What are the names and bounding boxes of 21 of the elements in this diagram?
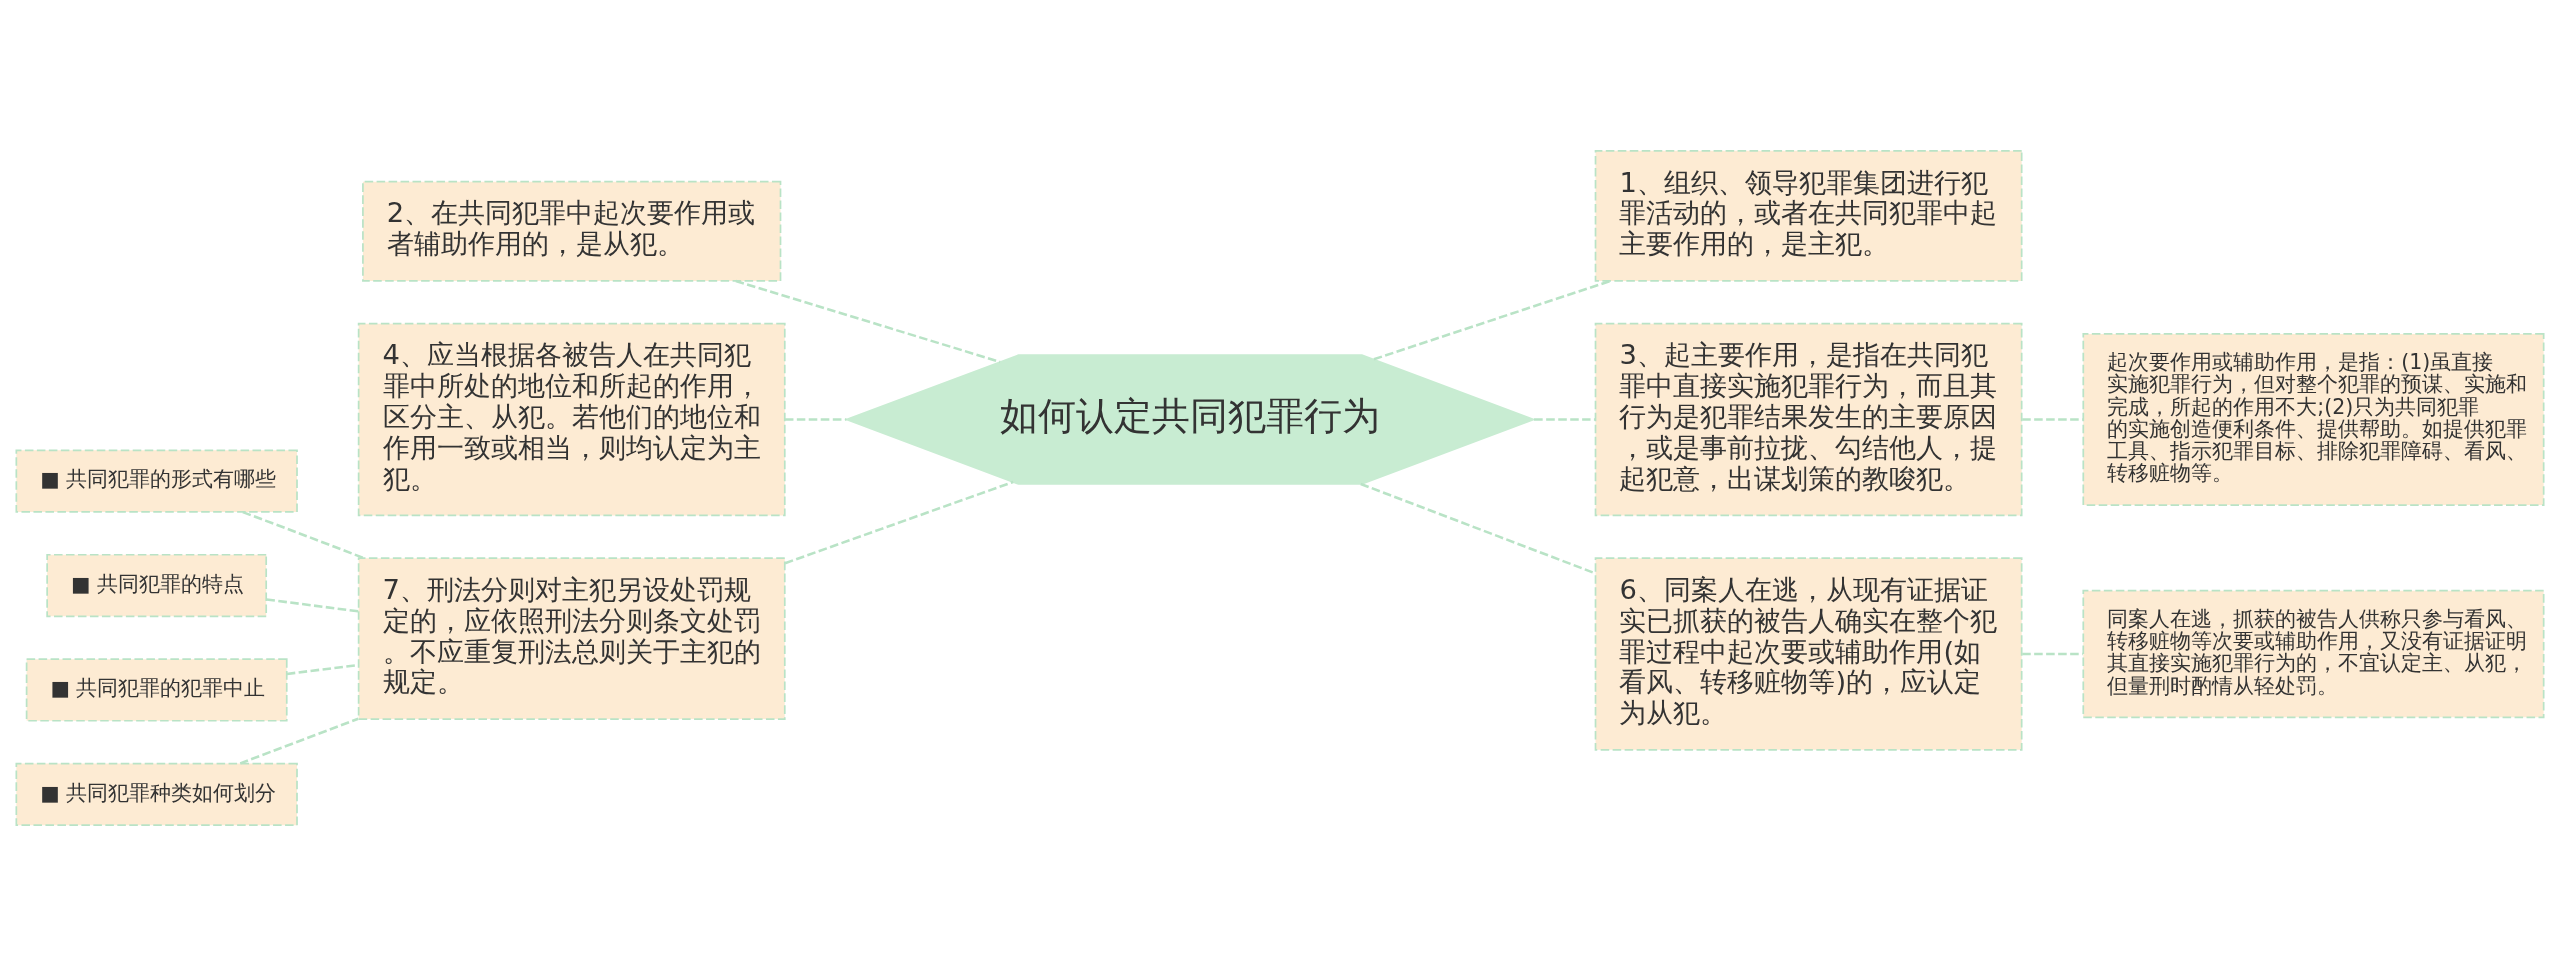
node-box: 起次要作用或辅助作用，是指：(1)虽直接实施犯罪行为，但对整个犯罪的预谋、实施和完成，所起的作用不大;(2)只为共同犯罪的实施创造便利条件、提供帮助。如提供犯罪工具、指示犯罪目标、排除犯罪障碍、看风、转移赃物等。	[2082, 332, 2545, 506]
connector	[266, 597, 359, 613]
connector	[1534, 417, 1596, 421]
node-box: ■ 共同犯罪的形式有哪些	[15, 449, 298, 513]
connector	[2022, 652, 2083, 655]
node-box: ■ 共同犯罪的犯罪中止	[25, 657, 288, 722]
node-box: 1、组织、领导犯罪集团进行犯罪活动的，或者在共同犯罪中起主要作用的，是主犯。	[1594, 149, 2023, 282]
node-box: 6、同案人在逃，从现有证据证实已抓获的被告人确实在整个犯罪过程中起次要或辅助作用(如看风、转移赃物等)的，应认定为从犯。	[1594, 556, 2023, 751]
node-box: 7、刑法分则对主犯另设处罚规定的，应依照刑法分则条文处罚。不应重复刑法总则关于主犯的规定。	[357, 556, 786, 720]
connector	[2022, 417, 2083, 421]
connector	[1373, 279, 1611, 360]
node-box: 2、在共同犯罪中起次要作用或者辅助作用的，是从犯。	[362, 180, 782, 282]
connector	[785, 417, 847, 421]
connector	[1360, 482, 1596, 574]
node-box: 4、应当根据各被告人在共同犯罪中所处的地位和所起的作用，区分主、从犯。若他们的地位和作用一致或相当，则均认定为主犯。	[357, 322, 786, 516]
node-box: 同案人在逃，抓获的被告人供称只参与看风、转移赃物等次要或辅助作用，又没有证据证明其直接实施犯罪行为的，不宜认定主、从犯，但量刑时酌情从轻处罚。	[2082, 589, 2545, 718]
node-box: ■ 共同犯罪的特点	[46, 553, 268, 617]
connector	[784, 480, 1014, 564]
node-box: ■ 共同犯罪种类如何划分	[15, 762, 298, 826]
node-box: 3、起主要作用，是指在共同犯罪中直接实施犯罪行为，而且其行为是犯罪结果发生的主要原因，或是事前拉拢、勾结他人，提起犯意，出谋划策的教唆犯。	[1594, 322, 2023, 516]
connector	[735, 279, 1001, 363]
